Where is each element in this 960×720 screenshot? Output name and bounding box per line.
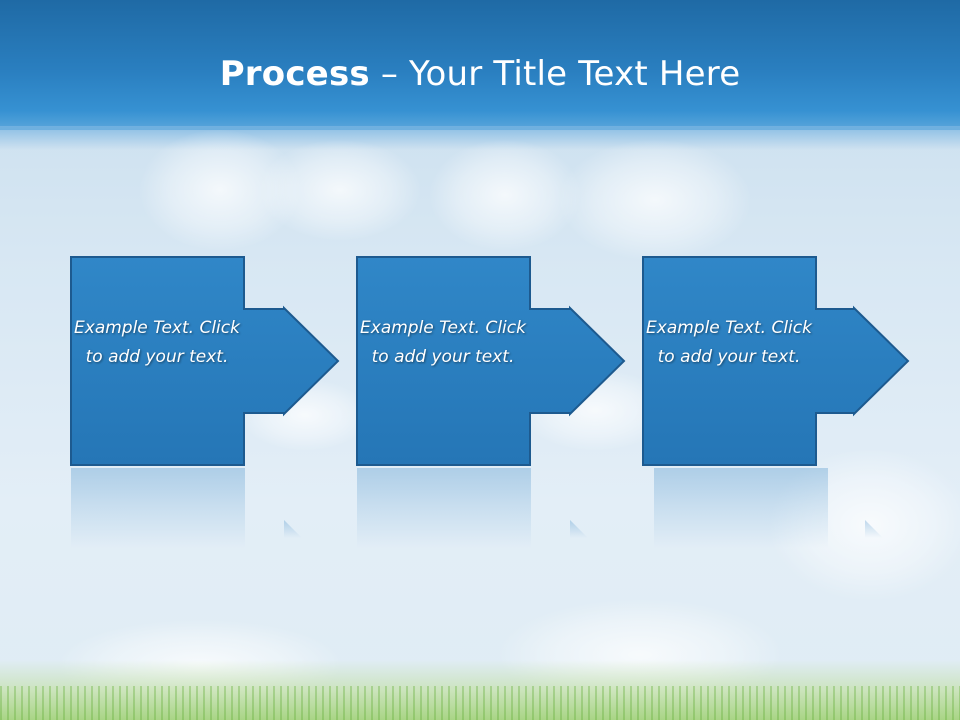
- step-3-box: [642, 256, 910, 466]
- slide-title-rest: – Your Title Text Here: [369, 54, 741, 94]
- grass-strip: [0, 660, 960, 720]
- step-1-shape: [70, 256, 340, 466]
- step-3-shape: [642, 256, 910, 466]
- grass-blades: [0, 686, 960, 720]
- step-2-text[interactable]: Example Text. Click to add your text.: [360, 318, 526, 367]
- slide-title[interactable]: Process – Your Title Text Here: [0, 52, 960, 96]
- step-1-text[interactable]: Example Text. Click to add your text.: [74, 318, 240, 367]
- step-2-reflection: [357, 468, 588, 548]
- process-step-1[interactable]: Example Text. Click to add your text.: [70, 256, 410, 466]
- step-3-reflection: [654, 468, 883, 548]
- step-2-shape: [356, 256, 626, 466]
- background-cloud: [430, 140, 580, 250]
- process-step-3[interactable]: Example Text. Click to add your text.: [642, 256, 960, 466]
- process-step-2[interactable]: Example Text. Click to add your text.: [356, 256, 696, 466]
- title-banner: [0, 0, 960, 130]
- background-cloud: [560, 140, 750, 260]
- step-1-reflection: [71, 468, 302, 548]
- step-3-text[interactable]: Example Text. Click to add your text.: [646, 318, 812, 367]
- step-2-box: [356, 256, 626, 466]
- slide-title-bold: Process: [219, 54, 370, 94]
- step-1-box: [70, 256, 340, 466]
- background-cloud: [260, 140, 420, 240]
